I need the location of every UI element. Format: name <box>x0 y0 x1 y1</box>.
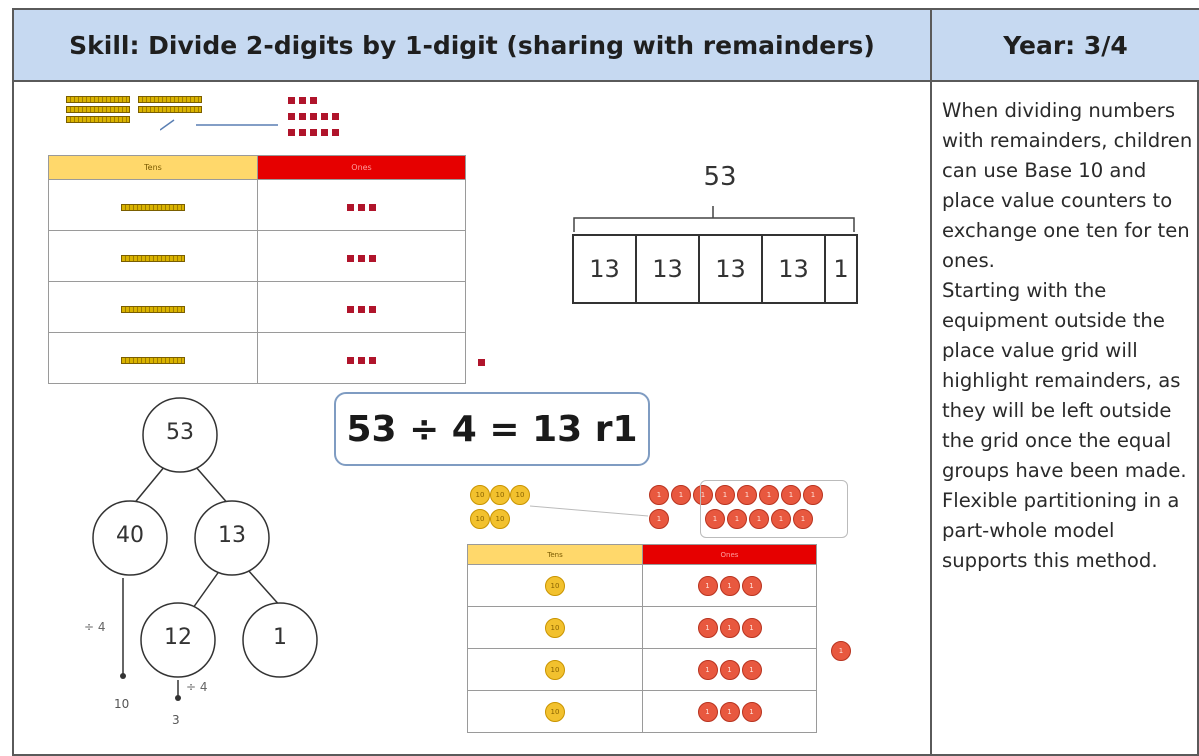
node-subpart: 12 <box>140 625 216 650</box>
tens-rod <box>66 106 130 113</box>
divide-label: ÷ 4 <box>84 620 106 634</box>
ones-header: Ones <box>643 545 817 565</box>
bar-model-brace <box>572 200 858 234</box>
exchange-arrow <box>160 112 280 134</box>
tens-rod <box>66 116 130 123</box>
division-equation: 53 ÷ 4 = 13 r1 <box>334 392 650 466</box>
year-title: Year: 3/4 <box>930 8 1199 82</box>
table-row <box>49 333 466 384</box>
table-row <box>49 282 466 333</box>
column-divider <box>930 8 932 756</box>
skill-title: Skill: Divide 2-digits by 1-digit (shari… <box>12 8 930 82</box>
tens-rod <box>121 255 185 262</box>
tens-rod <box>66 96 130 103</box>
node-subpart: 1 <box>242 625 318 650</box>
explanation-paragraph: When dividing numbers with remainders, c… <box>942 96 1194 276</box>
ones-cubes-outside <box>286 94 341 136</box>
exchanged-ones-box <box>700 480 848 538</box>
table-row <box>49 231 466 282</box>
bar-model-part: 13 <box>637 236 700 302</box>
tens-rod <box>138 96 202 103</box>
table-row <box>49 180 466 231</box>
remainder-counter: 1 <box>831 641 851 661</box>
node-part: 13 <box>194 523 270 548</box>
exchange-line <box>530 500 650 520</box>
explanation-text: When dividing numbers with remainders, c… <box>942 96 1194 576</box>
result-label: 10 <box>114 697 129 711</box>
explanation-paragraph: Flexible partitioning in a part-whole mo… <box>942 486 1194 576</box>
bar-model: 13 13 13 13 1 <box>572 234 858 304</box>
bar-model-part: 1 <box>826 236 856 302</box>
remainder-cube <box>478 359 485 366</box>
tens-rod <box>121 357 185 364</box>
ones-header: Ones <box>258 156 466 180</box>
explanation-paragraph: Starting with the equipment outside the … <box>942 276 1194 486</box>
tens-header: Tens <box>468 545 643 565</box>
bar-model-part: 13 <box>700 236 763 302</box>
tens-rod <box>121 204 185 211</box>
bar-model-whole: 53 <box>690 162 750 192</box>
divide-label: ÷ 4 <box>186 680 208 694</box>
node-whole: 53 <box>142 420 218 445</box>
tens-rod <box>121 306 185 313</box>
bar-model-part: 13 <box>574 236 637 302</box>
place-value-grid-base10: Tens Ones <box>48 155 466 384</box>
result-label: 3 <box>172 713 180 727</box>
bar-model-part: 13 <box>763 236 826 302</box>
node-part: 40 <box>92 523 168 548</box>
tens-header: Tens <box>49 156 258 180</box>
